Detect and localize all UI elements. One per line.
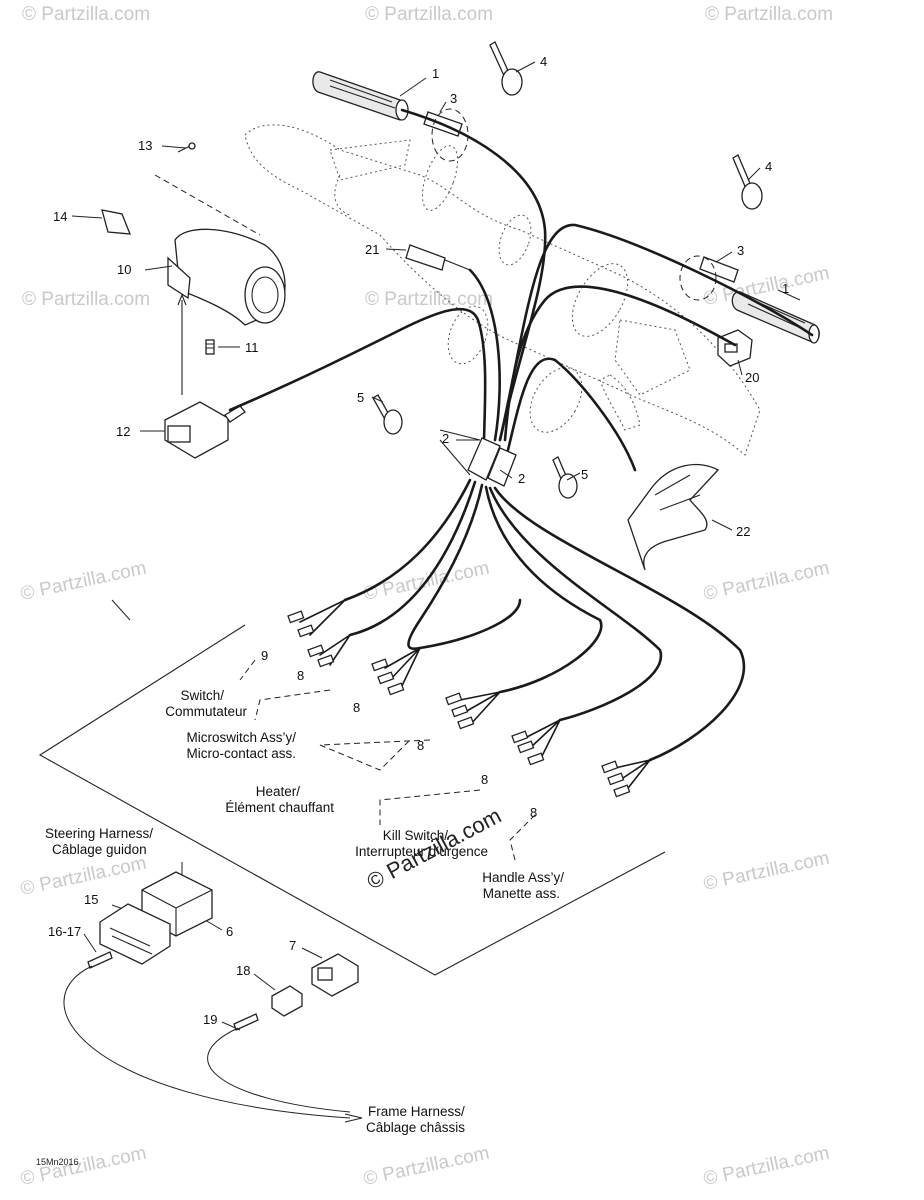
callout-8: 8 (530, 805, 537, 820)
cable-tie-5b (552, 456, 578, 499)
callout-16-17: 16-17 (48, 924, 81, 939)
watermark: © Partzilla.com (362, 1143, 492, 1190)
terminal-19 (233, 1013, 259, 1031)
callout-21: 21 (365, 242, 379, 257)
callout-8: 8 (353, 700, 360, 715)
caption-kill-switch: Interrupteur d’urgence (355, 844, 488, 859)
callout-8: 8 (297, 668, 304, 683)
handle-22 (627, 463, 720, 571)
callout-3: 3 (450, 91, 457, 106)
callouts: 1 1 2 2 3 3 4 4 5 5 6 7 8 8 8 8 8 8 9 10… (48, 54, 789, 1027)
caption-heater: Heater/ (256, 784, 301, 799)
callout-8: 8 (481, 772, 488, 787)
callout-13: 13 (138, 138, 152, 153)
callout-4: 4 (540, 54, 547, 69)
connector-20 (717, 329, 753, 367)
watermark: © Partzilla.com (702, 848, 832, 895)
callout-5: 5 (357, 390, 364, 405)
connector-18 (271, 985, 303, 1017)
callout-20: 20 (745, 370, 759, 385)
callout-12: 12 (116, 424, 130, 439)
callout-11: 11 (245, 340, 259, 355)
caption-handle: Manette ass. (483, 886, 560, 901)
caption-handle: Handle Ass’y/ (482, 870, 564, 885)
switch-housing (167, 228, 286, 326)
callout-7: 7 (289, 938, 296, 953)
caption-heater: Élément chauffant (225, 800, 334, 815)
cable-tie-4a (489, 41, 523, 96)
handlebar-outline (244, 124, 761, 456)
caption-microswitch: Micro-contact ass. (186, 746, 296, 761)
callout-4: 4 (765, 159, 772, 174)
frame-harness-curves (63, 965, 363, 1123)
captions: Switch/ Commutateur Microswitch Ass’y/ M… (45, 688, 564, 1135)
callout-6: 6 (226, 924, 233, 939)
watermark: © Partzilla.com (702, 558, 832, 605)
caption-switch: Commutateur (165, 704, 247, 719)
watermark-layer: © Partzilla.com © Partzilla.com © Partzi… (19, 4, 833, 1190)
callout-2: 2 (442, 431, 449, 446)
callout-18: 18 (236, 963, 250, 978)
callout-9: 9 (261, 648, 268, 663)
caption-steering-harness: Câblage guidon (52, 842, 147, 857)
terminals (287, 610, 631, 798)
caption-frame-harness: Câblage châssis (366, 1120, 465, 1135)
caption-kill-switch: Kill Switch/ (383, 828, 449, 843)
terminal-16-17 (87, 951, 113, 969)
splice-sleeve (487, 447, 517, 487)
connector-7 (311, 953, 359, 997)
decal (101, 209, 131, 235)
watermark: © Partzilla.com (365, 4, 493, 25)
caption-microswitch: Microswitch Ass’y/ (186, 730, 296, 745)
callout-1: 1 (782, 281, 789, 296)
callout-5: 5 (581, 467, 588, 482)
watermark: © Partzilla.com (22, 289, 150, 310)
callout-14: 14 (53, 209, 67, 224)
callout-15: 15 (84, 892, 98, 907)
watermark: © Partzilla.com (365, 289, 493, 310)
cable-tie-5a (372, 394, 403, 435)
caption-frame-harness: Frame Harness/ (368, 1104, 465, 1119)
heater-grip-left (312, 71, 409, 121)
callout-22: 22 (736, 524, 750, 539)
watermark: © Partzilla.com (705, 4, 833, 25)
harness-wires (228, 108, 814, 793)
watermark: © Partzilla.com (702, 1143, 832, 1190)
harness-plane-outline (38, 624, 666, 976)
watermark: © Partzilla.com (19, 558, 149, 605)
assembly-lines (154, 174, 536, 861)
watermark: © Partzilla.com (22, 4, 150, 25)
screw (177, 142, 196, 153)
figure-code: 15Mn2016 (36, 1157, 79, 1167)
caption-switch: Switch/ (180, 688, 224, 703)
callout-10: 10 (117, 262, 131, 277)
splice-sleeve (467, 437, 501, 481)
cable-tie-4b (732, 154, 763, 210)
set-screw (205, 339, 215, 355)
switch-12 (164, 401, 246, 459)
callout-3: 3 (737, 243, 744, 258)
sleeve-left (423, 108, 469, 162)
connector-21 (405, 244, 471, 271)
callout-2: 2 (518, 471, 525, 486)
callout-19: 19 (203, 1012, 217, 1027)
callout-8: 8 (417, 738, 424, 753)
connector-15 (99, 903, 171, 965)
callout-1: 1 (432, 66, 439, 81)
sleeve-right (679, 255, 739, 301)
caption-steering-harness: Steering Harness/ (45, 826, 153, 841)
